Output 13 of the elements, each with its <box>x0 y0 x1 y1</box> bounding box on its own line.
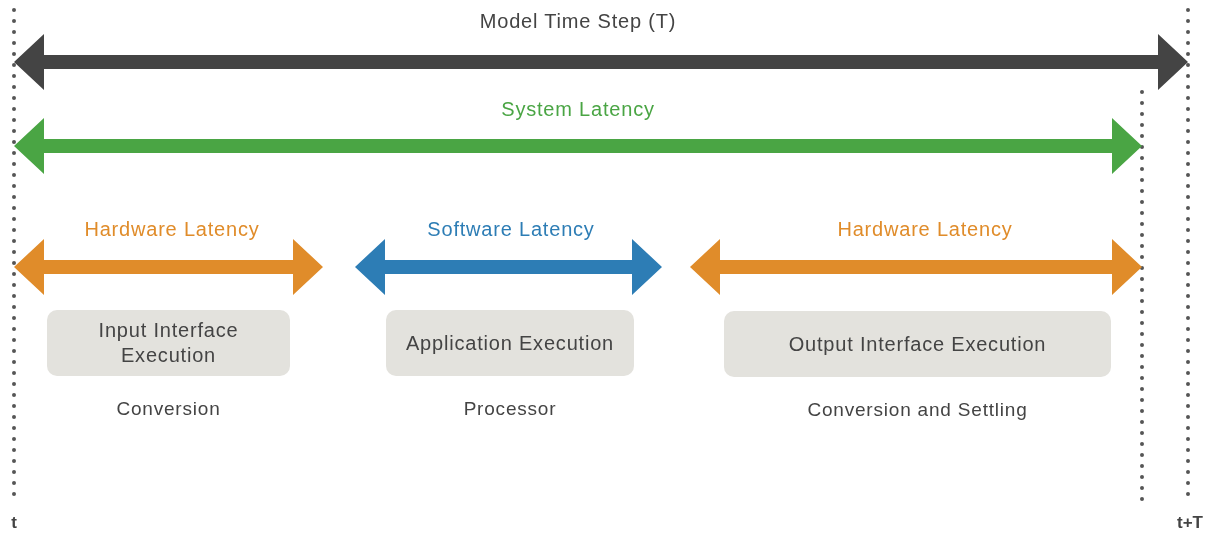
time-label: t <box>11 513 17 533</box>
span-label: Hardware Latency <box>837 218 1013 241</box>
node-label: Conversion <box>116 398 221 420</box>
process-box: Input Interface Execution <box>47 310 290 376</box>
node-label: Conversion and Settling <box>807 399 1028 421</box>
node-label: Processor <box>463 398 557 420</box>
span-label: Software Latency <box>427 218 595 241</box>
time-label: t+T <box>1177 513 1203 533</box>
span-label: Model Time Step (T) <box>479 10 677 33</box>
process-box: Application Execution <box>386 310 634 376</box>
span-label: Hardware Latency <box>84 218 260 241</box>
span-label: System Latency <box>501 98 655 121</box>
process-box: Output Interface Execution <box>724 311 1111 377</box>
